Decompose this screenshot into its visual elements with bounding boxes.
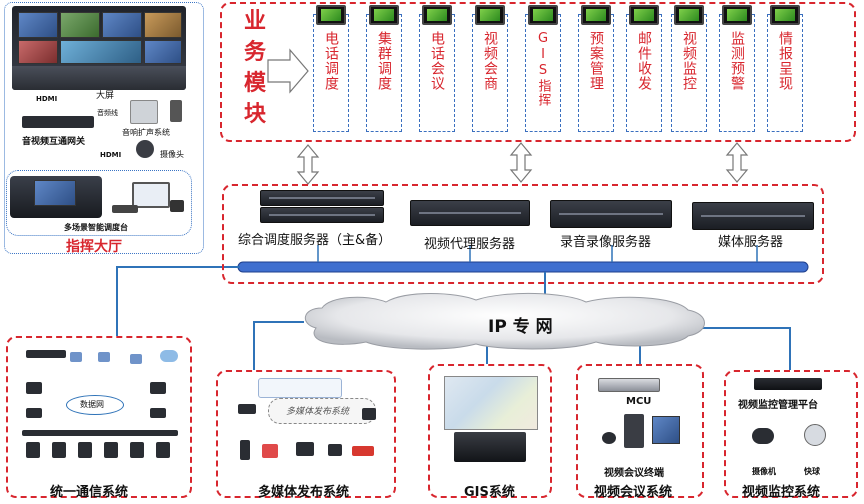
gis-panel bbox=[428, 364, 552, 498]
video-monitor-panel bbox=[724, 370, 858, 498]
monitor-icon bbox=[722, 5, 752, 25]
module-plan-management[interactable]: 预案管理 bbox=[578, 5, 614, 132]
module-video-consultation[interactable]: 视频会商 bbox=[472, 5, 508, 132]
conf-camera bbox=[602, 432, 616, 444]
video-proxy-server bbox=[410, 200, 530, 226]
module-gis-command[interactable]: GIS指挥 bbox=[525, 5, 561, 132]
hdmi-label-bottom: HDMI bbox=[100, 151, 122, 159]
mcu-label: MCU bbox=[626, 396, 652, 407]
gateway-device bbox=[22, 116, 94, 128]
multimedia-label: 多媒体发布系统 bbox=[258, 485, 350, 500]
dome-label: 快球 bbox=[804, 467, 820, 476]
business-title-char: 模 bbox=[243, 71, 266, 96]
command-hall-panel bbox=[4, 2, 204, 254]
monitor-icon bbox=[475, 5, 505, 25]
video-conf-terminal-label: 视频会议终端 bbox=[604, 468, 664, 479]
recording-server bbox=[550, 200, 672, 228]
multimedia-hub-label: 多媒体发布系统 bbox=[286, 407, 350, 417]
module-trunk-dispatch[interactable]: 集群调度 bbox=[366, 5, 402, 132]
monitor-icon bbox=[369, 5, 399, 25]
dome-camera-icon bbox=[804, 424, 826, 446]
video-wall bbox=[12, 6, 186, 90]
gis-server bbox=[454, 432, 526, 462]
mcu-device bbox=[598, 378, 660, 392]
video-conf-panel bbox=[576, 364, 704, 498]
camera-icon bbox=[752, 428, 774, 444]
phone bbox=[170, 200, 184, 212]
media-server-label: 媒体服务器 bbox=[718, 235, 784, 250]
desktop-monitor bbox=[132, 182, 170, 208]
conf-screen bbox=[652, 416, 680, 444]
double-arrow-icon bbox=[296, 142, 749, 185]
conf-tower bbox=[624, 414, 644, 448]
sound-system-rack bbox=[130, 100, 158, 124]
business-title-char: 务 bbox=[243, 40, 266, 65]
video-monitor-label: 视频监控系统 bbox=[742, 485, 821, 500]
server-panel bbox=[222, 184, 824, 284]
multimedia-top-bar bbox=[258, 378, 342, 398]
monitor-icon bbox=[528, 5, 558, 25]
unified-comm-label: 统一通信系统 bbox=[50, 485, 129, 500]
monitor-icon bbox=[581, 5, 611, 25]
multimedia-panel bbox=[216, 370, 396, 498]
monitor-icon bbox=[674, 5, 704, 25]
big-screen-label: 大屏 bbox=[96, 91, 115, 101]
monitor-icon bbox=[770, 5, 800, 25]
gis-label: GIS系统 bbox=[464, 485, 515, 500]
uc-switch bbox=[26, 350, 66, 358]
monitor-platform-label: 视频监控管理平台 bbox=[738, 400, 818, 411]
uc-network-ellipse bbox=[66, 395, 124, 415]
console-label: 多场景智能调度台 bbox=[64, 223, 128, 232]
business-title-char: 业 bbox=[243, 9, 266, 34]
monitor-icon bbox=[629, 5, 659, 25]
link-video-monitor bbox=[700, 327, 791, 370]
video-proxy-label: 视频代理服务器 bbox=[424, 237, 516, 252]
dispatch-server-label: 综合调度服务器（主&备） bbox=[238, 233, 392, 248]
module-telephone-dispatch[interactable]: 电话调度 bbox=[313, 5, 349, 132]
camera-device bbox=[136, 140, 154, 158]
command-hall-title: 指挥大厅 bbox=[66, 239, 122, 255]
uc-backbone bbox=[22, 430, 178, 436]
module-video-surveillance[interactable]: 视频监控 bbox=[671, 5, 707, 132]
module-teleconference[interactable]: 电话会议 bbox=[419, 5, 455, 132]
uc-pc-icon bbox=[70, 352, 82, 362]
ip-network-label: IP 专 网 bbox=[488, 317, 553, 337]
monitor-platform-device bbox=[754, 378, 822, 390]
camera-label: 摄像头 bbox=[160, 150, 184, 159]
business-title-char: 块 bbox=[243, 102, 266, 127]
monitor-icon bbox=[422, 5, 452, 25]
module-intelligence[interactable]: 情报呈现 bbox=[767, 5, 803, 132]
module-email[interactable]: 邮件收发 bbox=[626, 5, 662, 132]
uc-pc-icon bbox=[98, 352, 110, 362]
link-multimedia bbox=[253, 321, 304, 370]
console-panel bbox=[6, 170, 192, 236]
camera-label: 摄像机 bbox=[752, 467, 776, 476]
sound-system-label: 音响扩声系统 bbox=[122, 128, 170, 137]
uc-pc-icon bbox=[130, 354, 142, 364]
ip-cloud bbox=[305, 292, 705, 350]
hdmi-label-top: HDMI bbox=[36, 95, 58, 103]
monitor-icon bbox=[316, 5, 346, 25]
module-monitoring-warning[interactable]: 监测预警 bbox=[719, 5, 755, 132]
video-conf-label: 视频会议系统 bbox=[594, 485, 673, 500]
gateway-label: 音视频互通网关 bbox=[22, 137, 86, 147]
multimedia-hub bbox=[268, 398, 376, 424]
business-module-panel bbox=[220, 2, 856, 142]
dispatch-server-backup bbox=[260, 207, 384, 223]
speaker bbox=[170, 100, 182, 122]
gis-map bbox=[444, 376, 538, 430]
media-server bbox=[692, 202, 814, 230]
recording-server-label: 录音录像服务器 bbox=[560, 235, 652, 250]
audio-line-label: 音频线 bbox=[97, 109, 118, 117]
unified-comm-panel bbox=[6, 336, 192, 498]
business-title: 业 务 模 块 bbox=[238, 6, 272, 130]
link-unified-comm bbox=[116, 266, 240, 336]
dispatch-server-main bbox=[260, 190, 384, 206]
uc-network-label: 数据网 bbox=[80, 400, 104, 409]
cloud-icon bbox=[160, 350, 178, 362]
right-arrow-icon bbox=[267, 48, 309, 94]
keyboard bbox=[112, 205, 138, 213]
